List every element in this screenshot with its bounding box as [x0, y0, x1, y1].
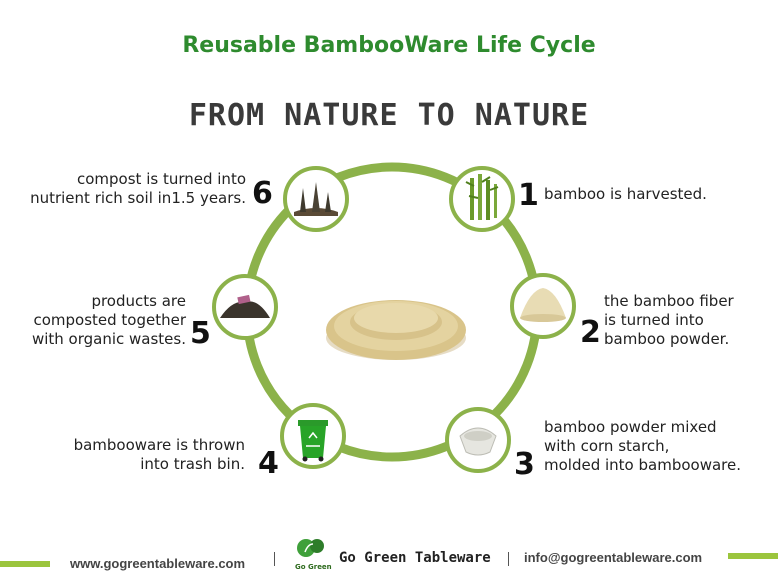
step-3-line-3: molded into bambooware. — [544, 456, 741, 474]
footer-email-link[interactable]: info@gogreentableware.com — [524, 550, 703, 565]
footer-website-link[interactable]: www.gogreentableware.com — [70, 556, 246, 571]
step-number-1: 1 — [518, 178, 539, 213]
step-number-5: 5 — [190, 316, 211, 351]
bamboo-icon — [449, 166, 515, 232]
footer-logo-text: Go Green — [295, 563, 332, 571]
step-text-4: bambooware is thrown into trash bin. — [40, 436, 245, 474]
step-number-4: 4 — [258, 446, 279, 481]
trash-bin-icon — [280, 403, 346, 469]
compost-pile-icon — [212, 274, 278, 340]
step-text-1: bamboo is harvested. — [544, 185, 707, 204]
step-5-line-1: products are — [91, 292, 186, 310]
step-3-line-2: with corn starch, — [544, 437, 670, 455]
step-4-line-2: into trash bin. — [140, 455, 245, 473]
bamboo-plates-icon — [326, 300, 466, 360]
step-5-line-2: composted together — [33, 311, 186, 329]
step-1-line-1: bamboo is harvested. — [544, 185, 707, 203]
footer-separator-2 — [508, 552, 509, 566]
powder-icon — [510, 273, 576, 339]
step-2-line-3: bamboo powder. — [604, 330, 730, 348]
footer-separator-1 — [274, 552, 275, 566]
step-text-5: products are composted together with org… — [20, 292, 186, 349]
step-number-2: 2 — [580, 315, 601, 350]
molded-bowl-icon — [445, 407, 511, 473]
step-number-3: 3 — [514, 447, 535, 482]
diagram-title: Reusable BambooWare Life Cycle — [182, 33, 596, 58]
footer-brand-name: Go Green Tableware — [339, 550, 491, 566]
step-text-3: bamboo powder mixed with corn starch, mo… — [544, 418, 741, 475]
footer-accent-left — [0, 561, 50, 567]
soil-sprouts-icon — [283, 166, 349, 232]
step-2-line-2: is turned into — [604, 311, 704, 329]
diagram-subtitle: FROM NATURE TO NATURE — [188, 98, 590, 133]
step-5-line-3: with organic wastes. — [31, 330, 186, 348]
step-number-6: 6 — [252, 176, 273, 211]
step-6-line-2: nutrient rich soil in1.5 years. — [30, 189, 246, 207]
go-green-logo-icon — [297, 539, 324, 557]
footer-accent-right — [728, 553, 778, 559]
step-text-6: compost is turned into nutrient rich soi… — [20, 170, 246, 208]
step-3-line-1: bamboo powder mixed — [544, 418, 717, 436]
step-4-line-1: bambooware is thrown — [73, 436, 245, 454]
step-2-line-1: the bamboo fiber — [604, 292, 734, 310]
step-6-line-1: compost is turned into — [77, 170, 246, 188]
step-text-2: the bamboo fiber is turned into bamboo p… — [604, 292, 734, 349]
